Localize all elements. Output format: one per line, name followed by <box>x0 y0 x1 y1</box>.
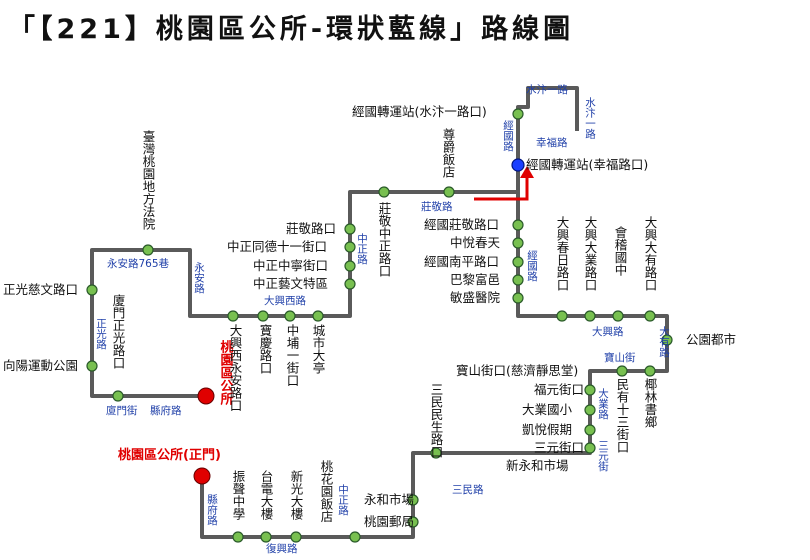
road-label: 三民路 <box>452 483 484 496</box>
stop-label: 福元街口 <box>534 382 584 397</box>
stop-label-xinfu: 經國轉運站(幸福路口) <box>526 157 648 172</box>
road-label: 復興路 <box>266 542 298 555</box>
terminal-marker-office <box>197 387 215 405</box>
road-label: 水汴一路 <box>526 83 568 96</box>
road-label: 寶山街 <box>604 351 636 364</box>
stop-label: 振聲中學 <box>231 470 246 521</box>
stop-markers <box>86 108 673 543</box>
route-line <box>90 86 669 539</box>
stop-label: 中悅春天 <box>450 235 501 250</box>
stop-label: 永和市場 <box>364 492 414 507</box>
stop-label: 廈門正光路口 <box>111 293 126 369</box>
hub-marker-xinfu <box>511 158 525 172</box>
road-label: 幸福路 <box>536 136 568 149</box>
stop-label: 會稽國中 <box>613 226 628 276</box>
stop-label: 椰林書鄉 <box>643 377 658 428</box>
stop-label: 公園都市 <box>686 332 736 347</box>
stop-label: 城市大亭 <box>311 324 326 374</box>
stop-label: 新光大樓 <box>289 469 304 521</box>
stop-label: 寶山街口(慈濟靜思堂) <box>456 363 578 378</box>
road-label: 中正路 <box>356 232 368 265</box>
road-label: 永安路765巷 <box>107 257 170 270</box>
stop-label: 中正藝文特區 <box>253 276 328 291</box>
stop-label: 三民民生路口 <box>429 383 444 458</box>
road-label: 三元街 <box>597 440 609 472</box>
stop-label: 大興西永安路口 <box>228 324 243 412</box>
road-label: 永安路 <box>193 261 205 294</box>
stop-label: 經國南平路口 <box>424 254 499 269</box>
road-label: 大有路 <box>658 325 670 358</box>
red-arrow-icon <box>474 166 534 201</box>
road-label: 縣府路 <box>206 494 218 526</box>
stop-label: 中正同德十一街口 <box>227 239 327 254</box>
road-label: 經國路 <box>502 119 514 152</box>
road-label: 廈門街 <box>106 404 138 417</box>
road-label: 縣府路 <box>150 404 182 417</box>
road-label: 正光路 <box>95 318 107 350</box>
stop-label: 莊敬路口 <box>286 221 336 236</box>
stop-label: 中埔一街口 <box>285 323 300 387</box>
terminal-label-main-gate: 桃園區公所(正門) <box>118 447 221 463</box>
stop-label: 三元街口 <box>534 440 584 455</box>
stop-label: 大興大有路口 <box>643 216 658 291</box>
stop-label: 寶慶路口 <box>258 323 273 374</box>
page-title: 「【221】桃園區公所-環狀藍線」路線圖 <box>8 13 574 45</box>
road-label: 水汴一路 <box>584 97 596 140</box>
stop-label-shuimu: 經國轉運站(水汴一路口) <box>352 104 487 119</box>
stop-label: 向陽運動公園 <box>3 358 78 373</box>
stop-label: 大興春日路口 <box>555 216 570 291</box>
road-label: 莊敬路 <box>421 200 453 213</box>
stop-label: 中正中寧街口 <box>253 258 328 273</box>
stop-label: 臺灣桃園地方法院 <box>141 129 156 230</box>
stop-label: 台電大樓 <box>259 469 274 521</box>
stop-label: 新永和市場 <box>506 458 569 473</box>
stop-label: 大業國小 <box>522 402 573 417</box>
stop-label: 經國莊敬路口 <box>424 217 499 232</box>
road-label: 中正路 <box>337 483 349 516</box>
stop-label: 敏盛醫院 <box>450 290 501 305</box>
stop-label: 民有十三街口 <box>615 378 630 453</box>
terminal-marker-main-gate <box>193 467 211 485</box>
stop-label: 大興大業路口 <box>583 216 598 291</box>
road-label: 大興西路 <box>264 294 306 307</box>
stop-label: 巴黎富邑 <box>450 272 500 287</box>
stop-label: 凱悅假期 <box>522 422 572 437</box>
road-label: 大業路 <box>597 387 609 420</box>
stop-label: 尊爵飯店 <box>441 127 456 178</box>
road-label: 大興路 <box>592 325 624 338</box>
stop-label: 莊敬中正路口 <box>377 202 392 277</box>
stop-label: 正光慈文路口 <box>3 282 78 297</box>
road-label: 經國路 <box>526 249 538 282</box>
terminal-label-office: 桃園區公所 <box>218 339 234 406</box>
stop-label: 桃花園飯店 <box>319 459 334 523</box>
stop-label: 桃園郵局 <box>364 514 414 529</box>
